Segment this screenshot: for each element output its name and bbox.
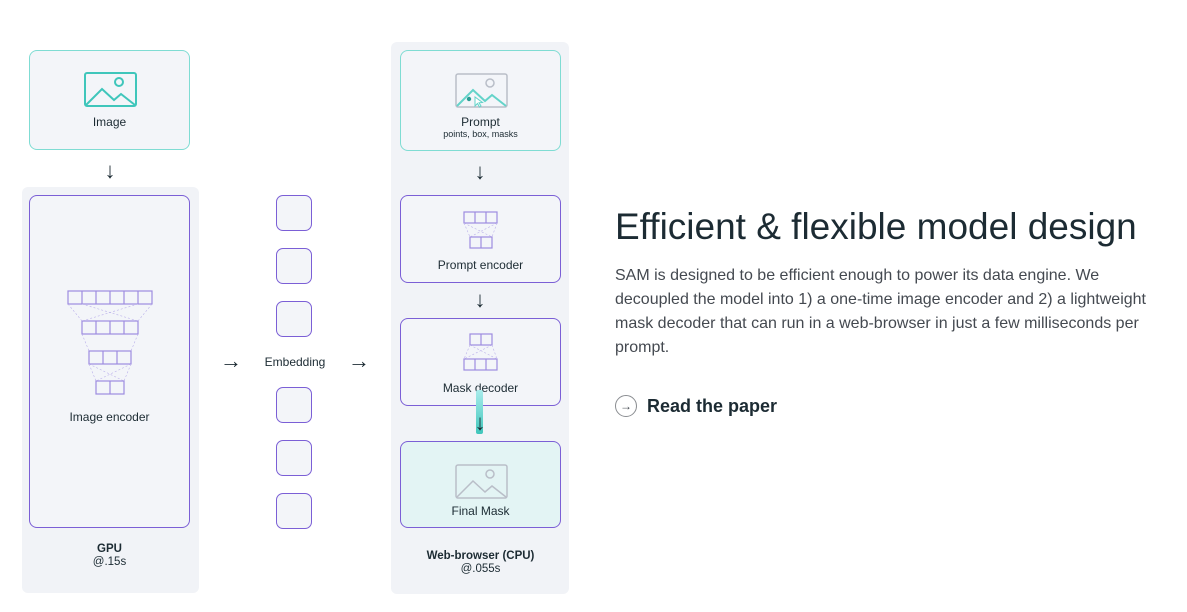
gpu-label: GPU (97, 543, 122, 555)
image-input-box: Image (29, 50, 190, 150)
browser-caption: Web-browser (CPU) @.055s (400, 550, 561, 576)
embedding-token (276, 301, 312, 337)
embedding-token (276, 195, 312, 231)
final-mask-box: Final Mask (400, 441, 561, 528)
encoder-layers-icon (67, 290, 153, 395)
arrow-down-icon: ↓ (104, 158, 116, 183)
arrow-right-icon: → (348, 348, 370, 373)
highlight-connector (476, 390, 483, 434)
gpu-caption: GPU @.15s (29, 543, 190, 569)
image-encoder-label: Image encoder (69, 410, 150, 424)
section-description: SAM is designed to be efficient enough t… (615, 267, 1146, 356)
arrow-right-icon: → (220, 348, 242, 373)
embedding-token (276, 493, 312, 529)
section-title: Efficient & flexible model design (615, 206, 1137, 247)
image-label: Image (92, 115, 127, 129)
arrow-down-icon: ↓ (474, 159, 486, 184)
prompt-label: Prompt (461, 115, 500, 129)
arrow-down-icon: ↓ (474, 410, 486, 435)
embedding-token (276, 387, 312, 423)
image-encoder-box: Image encoder (29, 195, 190, 528)
embedding-label: Embedding (264, 355, 326, 369)
mask-decoder-icon (463, 333, 498, 371)
arrow-down-icon: ↓ (474, 287, 486, 312)
prompt-encoder-label: Prompt encoder (437, 258, 524, 272)
image-icon (84, 72, 137, 107)
browser-label: Web-browser (CPU) (426, 550, 535, 562)
browser-time: @.055s (460, 563, 501, 575)
embedding-token (276, 440, 312, 476)
prompt-sublabel: points, box, masks (443, 129, 518, 139)
prompt-image-icon (455, 73, 508, 108)
read-paper-label: Read the paper (647, 395, 778, 416)
prompt-box: Prompt points, box, masks (400, 50, 561, 151)
gpu-time: @.15s (92, 556, 127, 568)
prompt-encoder-icon (463, 211, 498, 249)
mask-decoder-label: Mask decoder (442, 381, 519, 395)
read-paper-link[interactable]: → Read the paper (615, 395, 777, 417)
final-mask-image-icon (455, 464, 508, 499)
arrow-right-circle-icon: → (615, 395, 637, 417)
final-mask-label: Final Mask (451, 504, 510, 518)
prompt-encoder-box: Prompt encoder (400, 195, 561, 283)
embedding-token (276, 248, 312, 284)
